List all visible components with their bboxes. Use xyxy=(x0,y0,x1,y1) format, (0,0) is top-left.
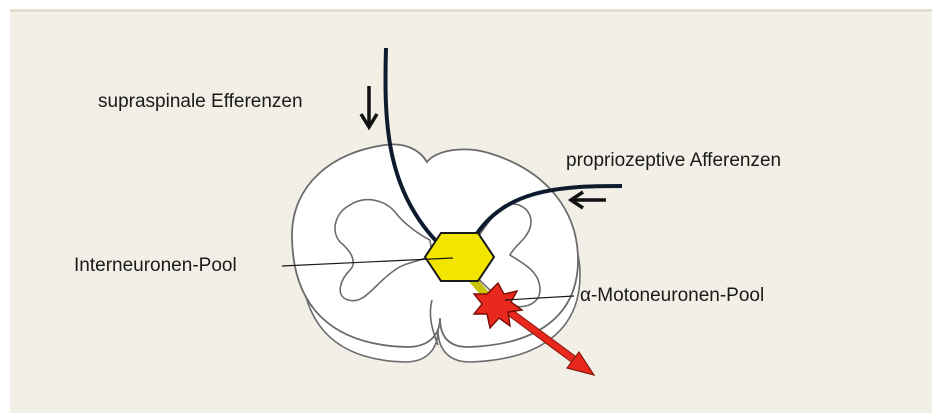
proprioceptive-arrow-icon xyxy=(571,192,606,208)
label-motoneuron-pool: α-Motoneuronen-Pool xyxy=(580,285,764,307)
label-proprioceptive-afferents: propriozeptive Afferenzen xyxy=(566,150,781,172)
interneuron-pool-shape xyxy=(425,233,494,281)
label-interneuron-pool: Interneuronen-Pool xyxy=(74,255,237,277)
label-supraspinal-efferents: supraspinale Efferenzen xyxy=(98,91,303,113)
supraspinal-arrow-icon xyxy=(361,86,377,127)
